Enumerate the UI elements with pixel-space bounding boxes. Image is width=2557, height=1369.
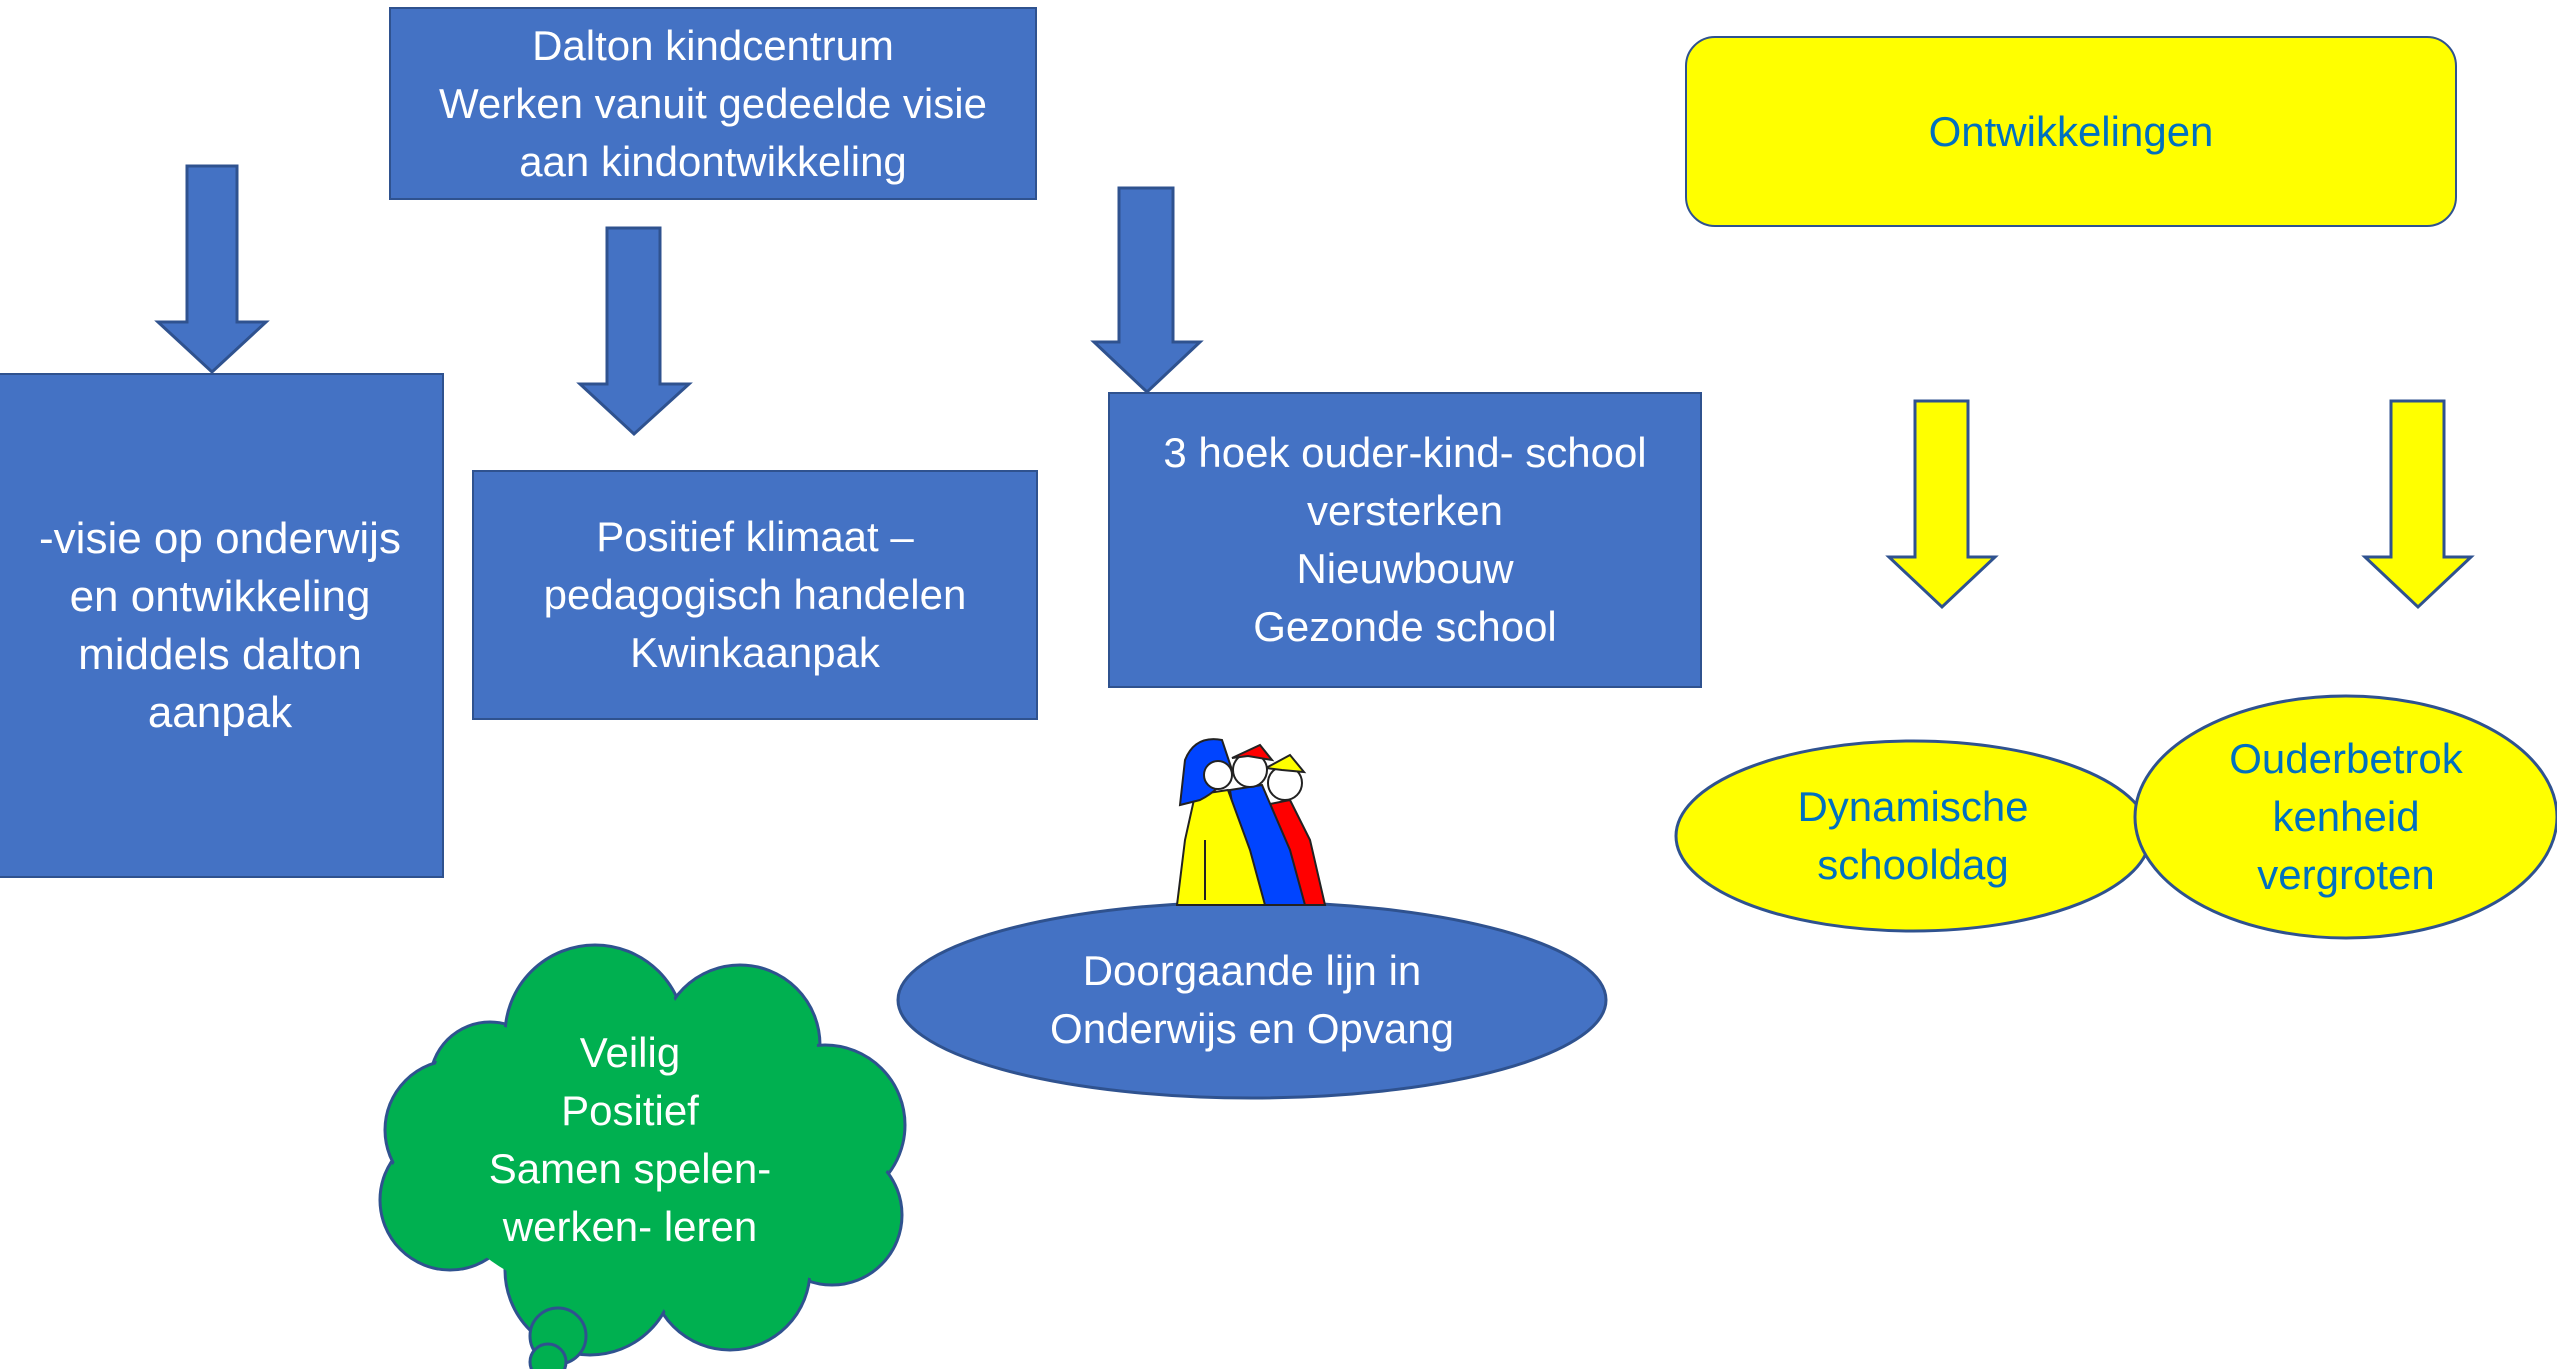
dynamische-text: Dynamische schooldag — [1676, 741, 2150, 931]
arrow-down-yellow-left — [1885, 399, 1999, 610]
arrow-down-left — [154, 164, 270, 375]
box-left-line-4: aanpak — [147, 687, 293, 737]
box-visie-onderwijs: -visie op onderwijs en ontwikkeling midd… — [0, 373, 444, 878]
cloud-line-3: Samen spelen- — [488, 1145, 772, 1192]
box-right-line-1: 3 hoek ouder-kind- school — [1163, 429, 1647, 476]
arrow-down-right — [1090, 186, 1204, 395]
ouderbetrokkenheid-text: Ouderbetrok kenheid vergroten — [2135, 696, 2557, 938]
box-right-line-3: Nieuwbouw — [1296, 545, 1514, 592]
doorgaande-line-1: Doorgaande lijn in — [1082, 947, 1422, 994]
doorgaande-text: Doorgaande lijn in Onderwijs en Opvang — [898, 902, 1606, 1098]
ontwikkelingen-label: Ontwikkelingen — [1928, 107, 2214, 155]
box-left-line-2: en ontwikkeling — [69, 571, 371, 621]
arrow-down-middle — [576, 226, 693, 437]
box-right-line-2: versterken — [1306, 487, 1504, 534]
cloud-text: Veilig Positief Samen spelen- werken- le… — [430, 1005, 830, 1275]
box-left-line-3: middels dalton — [78, 629, 362, 679]
dynamische-line-1: Dynamische — [1797, 783, 2029, 830]
ouderbetrokkenheid-line-2: kenheid — [2272, 793, 2420, 840]
ellipse-ouderbetrokkenheid — [2133, 694, 2557, 940]
box-middle-line-3: Kwinkaanpak — [630, 629, 880, 676]
box-3-hoek: 3 hoek ouder-kind- school versterken Nie… — [1108, 392, 1702, 688]
doorgaande-line-2: Onderwijs en Opvang — [1050, 1005, 1454, 1052]
three-children-in-raincoats-icon — [1175, 738, 1327, 906]
box-left-line-1: -visie op onderwijs — [39, 513, 401, 563]
ouderbetrokkenheid-line-1: Ouderbetrok — [2229, 735, 2463, 782]
dynamische-line-2: schooldag — [1817, 841, 2009, 888]
box-right-line-4: Gezonde school — [1253, 603, 1557, 650]
box-top-line-3: aan kindontwikkeling — [519, 137, 907, 185]
box-top-line-1: Dalton kindcentrum — [532, 21, 894, 69]
thought-cloud — [378, 943, 907, 1369]
ouderbetrokkenheid-line-3: vergroten — [2257, 851, 2435, 898]
box-middle-line-2: pedagogisch handelen — [543, 571, 967, 618]
box-top-line-2: Werken vanuit gedeelde visie — [439, 79, 987, 127]
cloud-line-4: werken- leren — [502, 1203, 758, 1250]
box-dalton-kindcentrum: Dalton kindcentrum Werken vanuit gedeeld… — [389, 7, 1037, 200]
box-middle-line-1: Positief klimaat – — [596, 513, 914, 560]
box-ontwikkelingen: Ontwikkelingen — [1685, 36, 2457, 227]
cloud-line-2: Positief — [561, 1087, 699, 1134]
box-positief-klimaat: Positief klimaat – pedagogisch handelen … — [472, 470, 1038, 720]
cloud-line-1: Veilig — [579, 1029, 681, 1076]
arrow-down-yellow-right — [2361, 399, 2475, 610]
